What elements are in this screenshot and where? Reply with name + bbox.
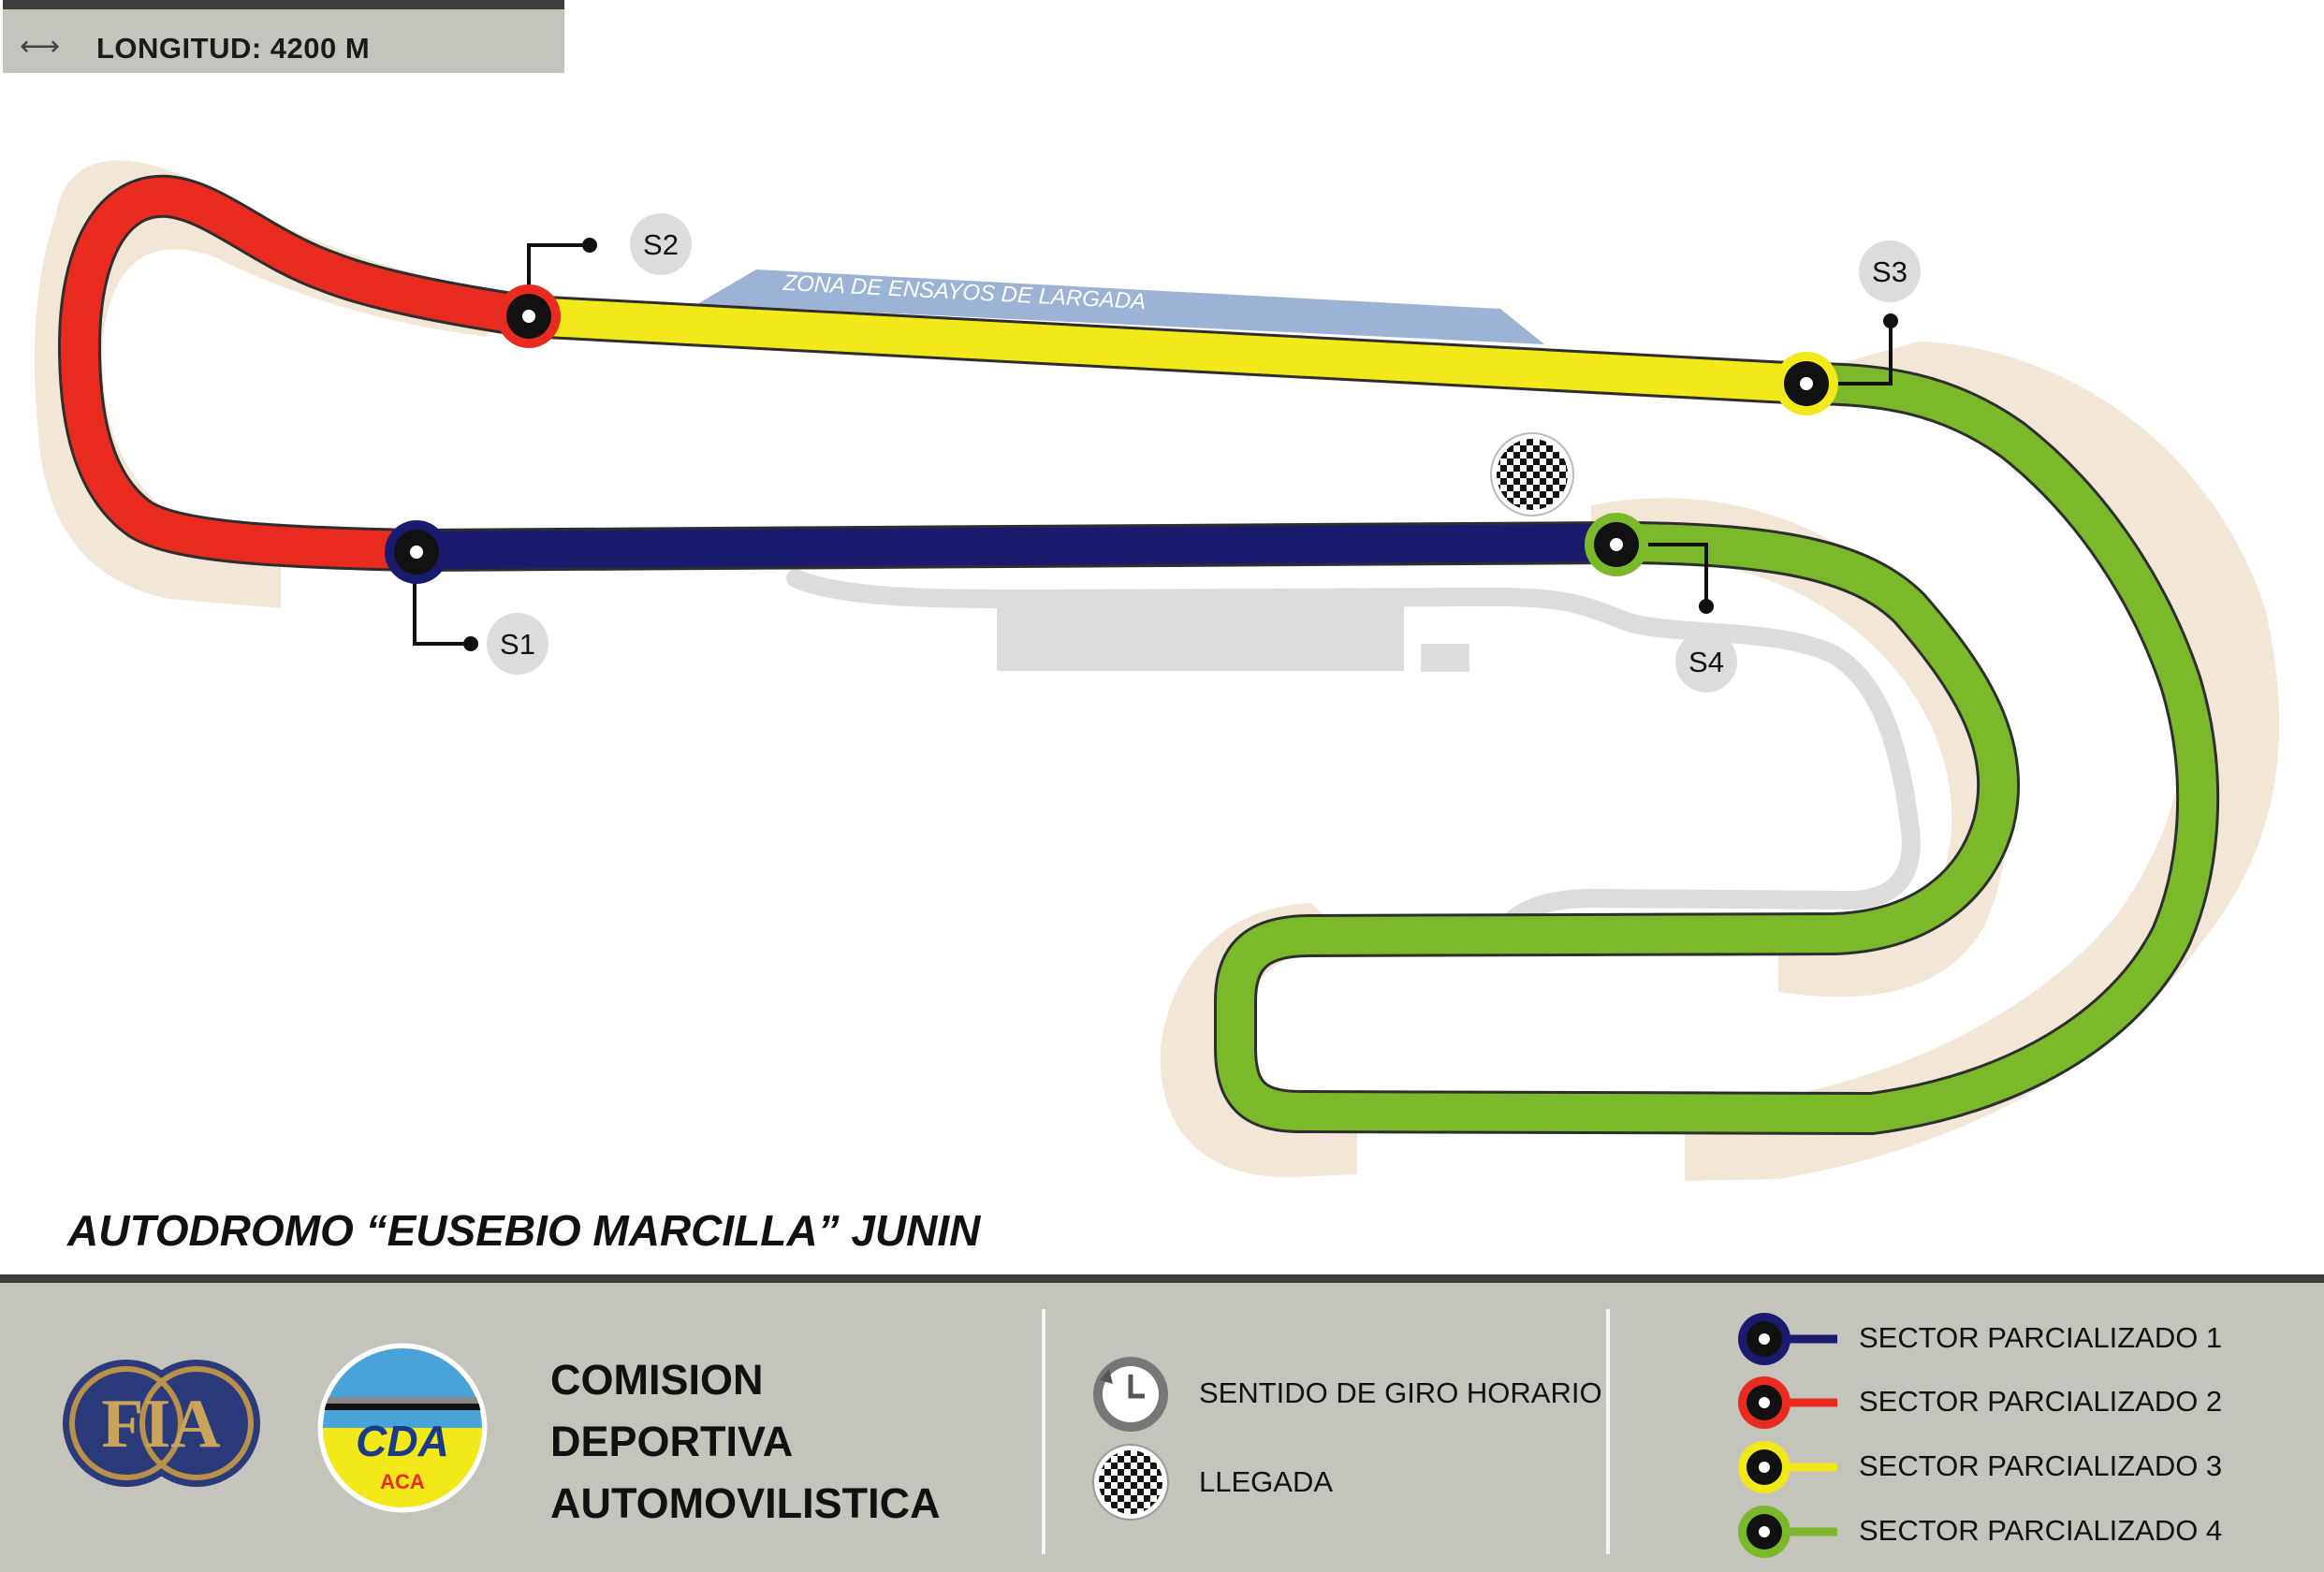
sector-4-legend-label: SECTOR PARCIALIZADO 4 <box>1859 1514 2223 1547</box>
alternative-track <box>786 569 1921 936</box>
pit-building-small <box>1421 644 1469 672</box>
sector-4-legend-icon <box>1738 1506 1837 1558</box>
org-line-2: DEPORTIVA <box>550 1418 794 1465</box>
svg-text:S4: S4 <box>1688 646 1724 678</box>
org-line-3: AUTOMOVILISTICA <box>550 1479 941 1527</box>
sector-3-marker <box>1775 352 1838 415</box>
svg-text:S2: S2 <box>643 228 679 261</box>
sector-1-track <box>398 524 1635 569</box>
sector-leaders <box>413 243 1893 646</box>
checkered-flag-icon <box>1092 1444 1169 1521</box>
sector-label-s3: S3 <box>1859 240 1921 302</box>
finish-flag-icon <box>1490 432 1574 517</box>
start-practice-zone <box>697 269 1544 344</box>
circuit-title: AUTODROMO “EUSEBIO MARCILLA” JUNIN <box>67 1206 981 1255</box>
svg-text:ACA: ACA <box>380 1470 425 1493</box>
sector-label-s4: S4 <box>1675 631 1737 692</box>
svg-text:S3: S3 <box>1872 255 1907 288</box>
sector-2-marker <box>497 284 561 348</box>
length-box: ⟷ LONGITUD: 4200 M <box>3 0 564 73</box>
divider <box>1606 1309 1610 1554</box>
svg-text:S1: S1 <box>500 628 535 661</box>
sector-4-track <box>1217 365 2217 1132</box>
sector-3-legend-icon <box>1738 1441 1837 1493</box>
leader-dots <box>463 238 1898 651</box>
cda-logo: CDA ACA <box>317 1343 488 1513</box>
legend-finish-label: LLEGADA <box>1199 1465 1334 1498</box>
double-arrow-icon: ⟷ <box>20 31 61 62</box>
sector-1-legend-icon <box>1738 1313 1837 1365</box>
svg-text:FIA: FIA <box>101 1386 220 1463</box>
pit-building <box>997 601 1404 671</box>
legend-direction-label: SENTIDO DE GIRO HORARIO <box>1199 1376 1602 1409</box>
fia-logo: FIA <box>63 1360 260 1487</box>
sector-2-legend-icon <box>1738 1376 1837 1429</box>
org-line-1: COMISION <box>550 1356 764 1404</box>
sector-2-track <box>61 177 548 569</box>
svg-text:CDA: CDA <box>356 1417 449 1465</box>
sector-3-track <box>510 298 1825 402</box>
length-label: LONGITUD: 4200 M <box>96 32 371 65</box>
sector-3-legend-label: SECTOR PARCIALIZADO 3 <box>1859 1449 2223 1482</box>
sector-1-legend-label: SECTOR PARCIALIZADO 1 <box>1859 1321 2223 1354</box>
sector-2-legend-label: SECTOR PARCIALIZADO 2 <box>1859 1385 2223 1418</box>
sector-label-s2: S2 <box>630 213 692 275</box>
sector-4-marker <box>1585 513 1648 576</box>
divider <box>1042 1309 1045 1554</box>
footer: FIA CDA ACA COMISION DEPORTIVA AUTOMOVIL… <box>0 1274 2324 1572</box>
sector-label-s1: S1 <box>487 613 548 675</box>
sector-1-marker <box>385 520 448 584</box>
clockwise-icon <box>1093 1357 1168 1432</box>
